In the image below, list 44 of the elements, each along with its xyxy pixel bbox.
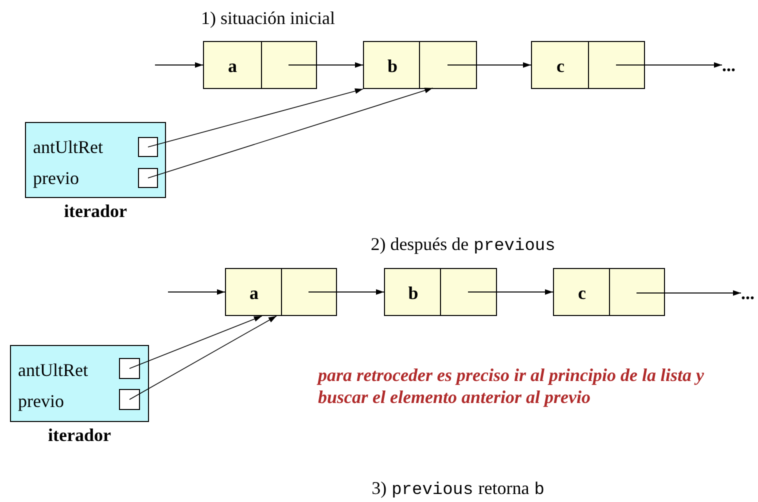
heading-text: retorna bbox=[478, 478, 530, 498]
list-node bbox=[225, 268, 337, 316]
node-label: a bbox=[248, 283, 260, 303]
list-node bbox=[553, 268, 665, 316]
arrow bbox=[148, 88, 364, 148]
arrow bbox=[616, 62, 722, 68]
node-label: c bbox=[556, 56, 566, 76]
list-node bbox=[531, 41, 645, 89]
ellipsis-text: ... bbox=[741, 283, 757, 303]
field-name: antUltRet bbox=[33, 137, 103, 157]
node-label: b bbox=[386, 56, 398, 76]
arrow bbox=[308, 289, 384, 295]
code-text: b bbox=[534, 481, 544, 500]
code-text: previous bbox=[474, 237, 556, 256]
pointer-cell bbox=[119, 389, 140, 410]
heading-text: 3) bbox=[372, 478, 387, 498]
arrow bbox=[288, 62, 364, 68]
note: para retroceder es preciso ir al principio de la lista y buscar el elemento anterior al previo bbox=[318, 364, 705, 408]
heading-text: 1) situación inicial bbox=[201, 8, 335, 28]
field-name: previo bbox=[18, 391, 64, 411]
arrow bbox=[129, 316, 262, 369]
pointer-cell bbox=[138, 168, 158, 188]
arrow bbox=[636, 290, 742, 296]
arrow bbox=[468, 289, 554, 295]
code-text: previous bbox=[392, 481, 474, 500]
arrow bbox=[154, 62, 204, 68]
pointer-cell bbox=[138, 137, 158, 157]
arrow bbox=[447, 62, 532, 68]
iterator-caption: iterador bbox=[64, 201, 127, 222]
list-node bbox=[384, 268, 497, 316]
heading-text: 2) después de bbox=[370, 234, 469, 254]
iterator-caption: iterador bbox=[48, 425, 111, 446]
list-node bbox=[203, 41, 317, 89]
node-label: a bbox=[227, 56, 238, 76]
arrow bbox=[148, 88, 434, 178]
ellipsis-text: ... bbox=[722, 55, 740, 75]
field-name: previo bbox=[33, 168, 79, 188]
node-label: c bbox=[577, 283, 587, 303]
pointer-cell bbox=[119, 358, 140, 379]
arrow bbox=[168, 289, 226, 295]
list-node bbox=[363, 41, 477, 89]
field-name: antUltRet bbox=[18, 360, 88, 380]
arrow bbox=[129, 316, 277, 400]
node-label: b bbox=[407, 283, 420, 303]
